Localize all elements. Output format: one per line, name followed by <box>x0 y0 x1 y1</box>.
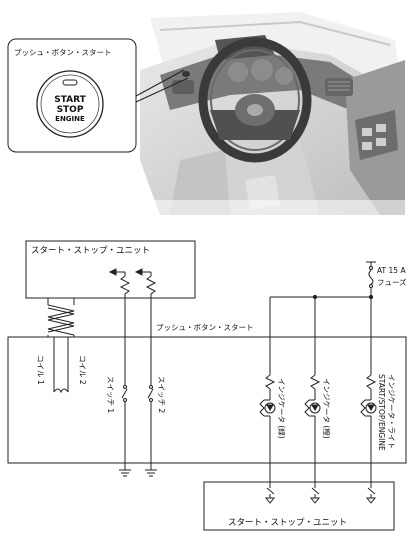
switch-2-circuit <box>134 268 157 477</box>
button-text-start: START <box>54 95 86 105</box>
indicator-light-label-1: START/STOP/ENGINE <box>377 374 386 451</box>
switch-1-label: スイッチ 1 <box>106 376 115 413</box>
indicator-orange-circuit <box>304 297 321 482</box>
indicator-green-circuit <box>259 297 276 482</box>
car-interior-illustration <box>140 12 405 215</box>
top-unit-box <box>25 240 196 299</box>
switch-2-label: スイッチ 2 <box>157 376 166 413</box>
push-button-callout: プッシュ・ボタン・スタート START STOP ENGINE <box>7 38 189 153</box>
coil-spring-icon <box>47 298 75 337</box>
bottom-unit-label: スタート・ストップ・ユニット <box>228 518 347 528</box>
switch-1-circuit <box>108 268 131 477</box>
led-light-icon <box>365 402 377 414</box>
fuse-rating-label: AT 15 A <box>377 266 406 275</box>
bottom-unit-transistors <box>264 482 377 504</box>
button-text-engine: ENGINE <box>55 115 85 123</box>
callout-title: プッシュ・ボタン・スタート <box>14 48 112 57</box>
indicator-light-circuit <box>360 297 377 482</box>
bottom-unit-box <box>203 481 395 531</box>
fuse-icon <box>366 261 376 288</box>
indicator-light-label-2: インジケータ・ライト <box>387 374 396 449</box>
led-green-icon <box>264 402 276 414</box>
circuit-diagram <box>7 240 407 531</box>
button-indicator-icon <box>62 79 78 86</box>
coil-1-label: コイル 1 <box>36 355 45 385</box>
indicator-orange-label: インジケータ (橙) <box>322 378 332 439</box>
button-text-stop: STOP <box>57 105 84 115</box>
start-stop-button-icon <box>36 70 104 138</box>
button-box <box>7 336 407 464</box>
fuse-label: フューズ <box>377 277 407 287</box>
top-unit-label: スタート・ストップ・ユニット <box>31 246 150 256</box>
button-box-label: プッシュ・ボタン・スタート <box>156 323 254 332</box>
indicator-green-label: インジケータ (緑) <box>277 378 287 439</box>
led-orange-icon <box>309 402 321 414</box>
coil-2-label: コイル 2 <box>78 355 87 385</box>
